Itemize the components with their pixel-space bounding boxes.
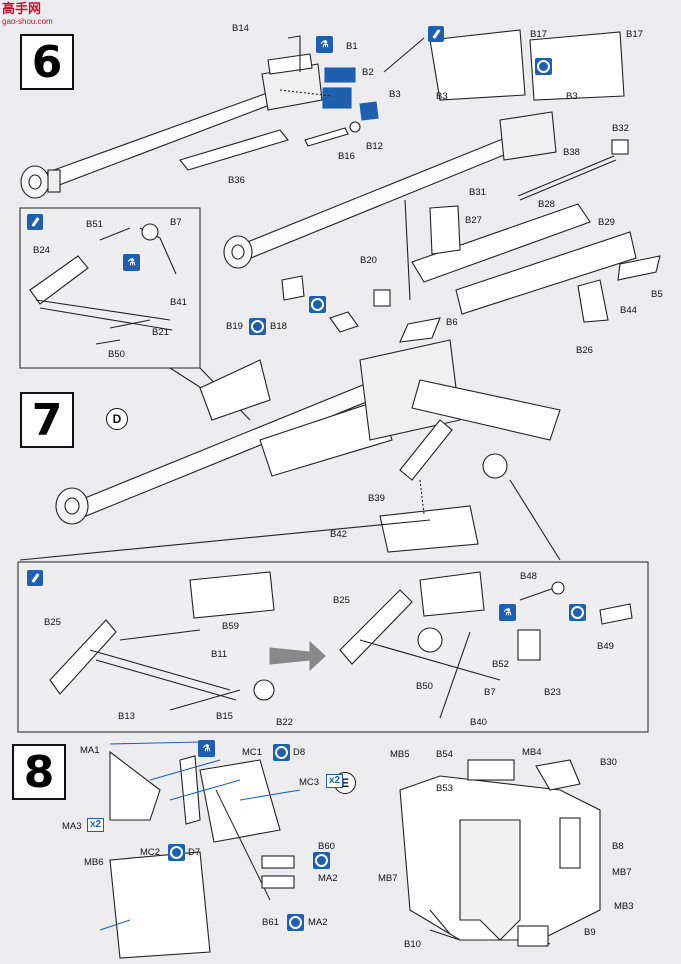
cement-icon: ⚗ [198,740,215,757]
cement-icon: ⚗ [123,254,140,271]
label-b52: B52 [492,659,509,670]
label-b26: B26 [576,345,593,356]
marker-d: D [106,408,128,430]
label-b28: B28 [538,199,555,210]
label-b30: B30 [600,757,617,768]
option-icon [535,58,552,75]
label-b24: B24 [33,245,50,256]
label-b14: B14 [232,23,249,34]
label-b7-bottom: B7 [484,687,496,698]
label-b19: B19 [226,321,243,332]
label-ma2-bottom: MA2 [308,917,328,928]
glue-icon [428,26,444,42]
label-b3-left: B3 [436,91,448,102]
label-ma2-top: MA2 [318,873,338,884]
step-8-box: 8 [12,744,66,800]
label-b44: B44 [620,305,637,316]
label-d8: D8 [293,747,306,758]
label-mb4: MB4 [522,747,542,758]
label-b41: B41 [170,297,187,308]
label-ma1: MA1 [80,745,100,756]
label-b29: B29 [598,217,615,228]
label-b20: B20 [360,255,377,266]
label-b3-right: B3 [566,91,578,102]
option-icon [273,744,290,761]
multiplier-ma3: x2 [87,818,105,832]
label-b12: B12 [366,141,383,152]
option-icon [309,296,326,313]
label-mb6: MB6 [84,857,104,868]
label-b18: B18 [270,321,287,332]
label-b2: B2 [362,67,374,78]
cement-icon: ⚗ [316,36,333,53]
label-b60: B60 [318,841,335,852]
label-b21: B21 [152,327,169,338]
label-mc2: MC2 [140,847,161,858]
label-b50-bottom: B50 [416,681,433,692]
label-b59: B59 [222,621,239,632]
option-icon [249,318,266,335]
label-b22: B22 [276,717,293,728]
watermark-brand: 高手网 [2,1,42,16]
label-b53: B53 [436,783,453,794]
label-b51: B51 [86,219,103,230]
label-b11: B11 [211,649,228,660]
option-icon [168,844,185,861]
watermark-site: gao-shou.com [2,17,53,26]
label-b39: B39 [368,493,385,504]
label-b61: B61 [262,917,279,928]
label-mb5: MB5 [390,749,410,760]
multiplier-mc3: x2 [326,774,344,788]
step-6-box: 6 [20,34,74,90]
label-b25-left: B25 [44,617,61,628]
label-b15: B15 [216,711,233,722]
label-b40: B40 [470,717,487,728]
label-b10: B10 [404,939,421,950]
label-b7-top: B7 [170,217,182,228]
label-b23: B23 [544,687,561,698]
label-b31: B31 [469,187,486,198]
option-icon [287,914,304,931]
label-b17-left: B17 [530,29,547,40]
label-b36: B36 [228,175,245,186]
label-b48: B48 [520,571,537,582]
label-b13: B13 [118,711,135,722]
cement-icon: ⚗ [499,604,516,621]
label-b42: B42 [330,529,347,540]
label-b54: B54 [436,749,453,760]
label-b27: B27 [465,215,482,226]
glue-icon [27,570,43,586]
option-icon [313,852,330,869]
label-b9: B9 [584,927,596,938]
label-mb7-left: MB7 [378,873,398,884]
label-mb3: MB3 [614,901,634,912]
label-b17-right: B17 [626,29,643,40]
label-b32: B32 [612,123,629,134]
label-b3: B3 [389,89,401,100]
option-icon [569,604,586,621]
watermark: 高手网 gao-shou.com [2,2,53,28]
step-7-box: 7 [20,392,74,448]
label-d7: D7 [188,847,201,858]
glue-icon [27,214,43,230]
label-b1: B1 [346,41,358,52]
label-b16: B16 [338,151,355,162]
label-mb7-right: MB7 [612,867,632,878]
label-mc1: MC1 [242,747,263,758]
label-b6: B6 [446,317,458,328]
label-b5: B5 [651,289,663,300]
label-b49: B49 [597,641,614,652]
label-b38: B38 [563,147,580,158]
label-b50-top: B50 [108,349,125,360]
part-b36 [179,129,289,171]
label-ma3: MA3 [62,821,82,832]
label-b25-right: B25 [333,595,350,606]
label-b8: B8 [612,841,624,852]
label-mc3: MC3 [299,777,320,788]
